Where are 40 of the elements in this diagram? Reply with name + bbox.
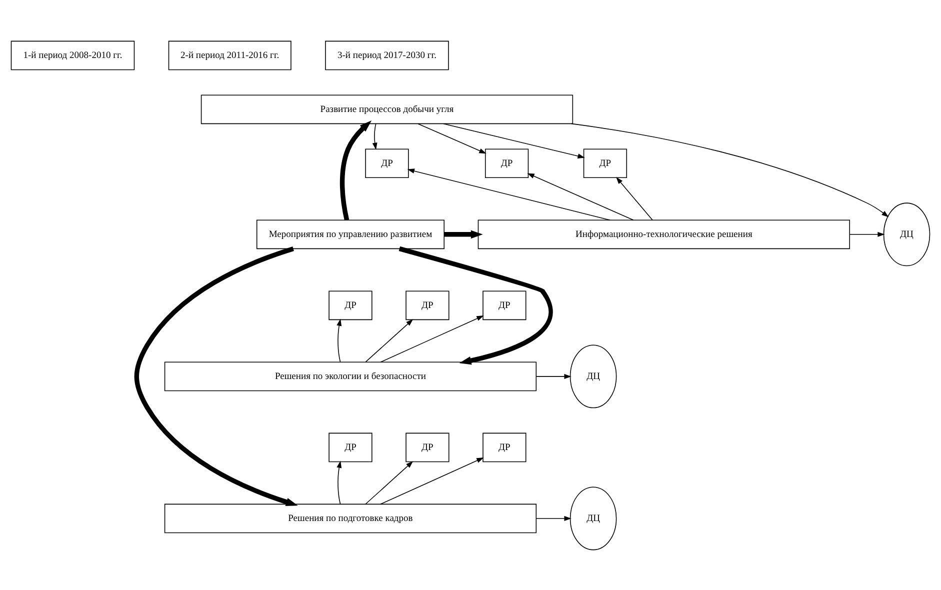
arrow: [380, 457, 484, 504]
arrow: [527, 172, 634, 220]
arrow: [398, 246, 553, 364]
arrow: [336, 318, 342, 362]
arrow: [443, 122, 585, 158]
arrow: [571, 122, 889, 217]
node-box: Информационно-технологические решения: [478, 219, 850, 249]
arrow: [536, 373, 572, 378]
node-box: 2-й период 2011-2016 гг.: [168, 40, 292, 70]
arrow: [365, 318, 414, 362]
node-box: ДР: [328, 432, 372, 462]
node-box: ДР: [482, 432, 526, 462]
node-box: Решения по экологии и безопасности: [164, 361, 537, 391]
arrow: [134, 246, 298, 506]
node-box: 1-й период 2008-2010 гг.: [10, 40, 135, 70]
node-box: 3-й период 2017-2030 гг.: [325, 40, 449, 70]
arrow: [418, 122, 486, 154]
node-box: Развитие процессов добычи угля: [200, 94, 574, 124]
arrow: [380, 315, 484, 362]
arrow: [340, 120, 372, 220]
node-box: ДР: [583, 148, 628, 178]
node-box: ДР: [406, 290, 450, 320]
node-box: ДР: [328, 290, 372, 320]
node-box: ДР: [482, 290, 526, 320]
node-ellipse: ДЦ: [570, 344, 617, 408]
node-ellipse: ДЦ: [570, 486, 617, 550]
node-box: ДР: [406, 432, 450, 462]
arrow: [849, 231, 885, 236]
arrow: [444, 230, 483, 238]
arrow: [536, 515, 572, 520]
arrow: [616, 176, 653, 220]
arrow: [407, 168, 610, 220]
arrow: [365, 460, 414, 504]
node-box: Мероприятия по управлению развитием: [256, 219, 445, 249]
node-box: ДР: [484, 148, 529, 178]
arrow: [372, 123, 378, 150]
node-box: Решения по подготовке кадров: [164, 503, 537, 533]
node-ellipse: ДЦ: [883, 202, 930, 266]
node-box: ДР: [365, 148, 409, 178]
arrow: [336, 460, 342, 504]
